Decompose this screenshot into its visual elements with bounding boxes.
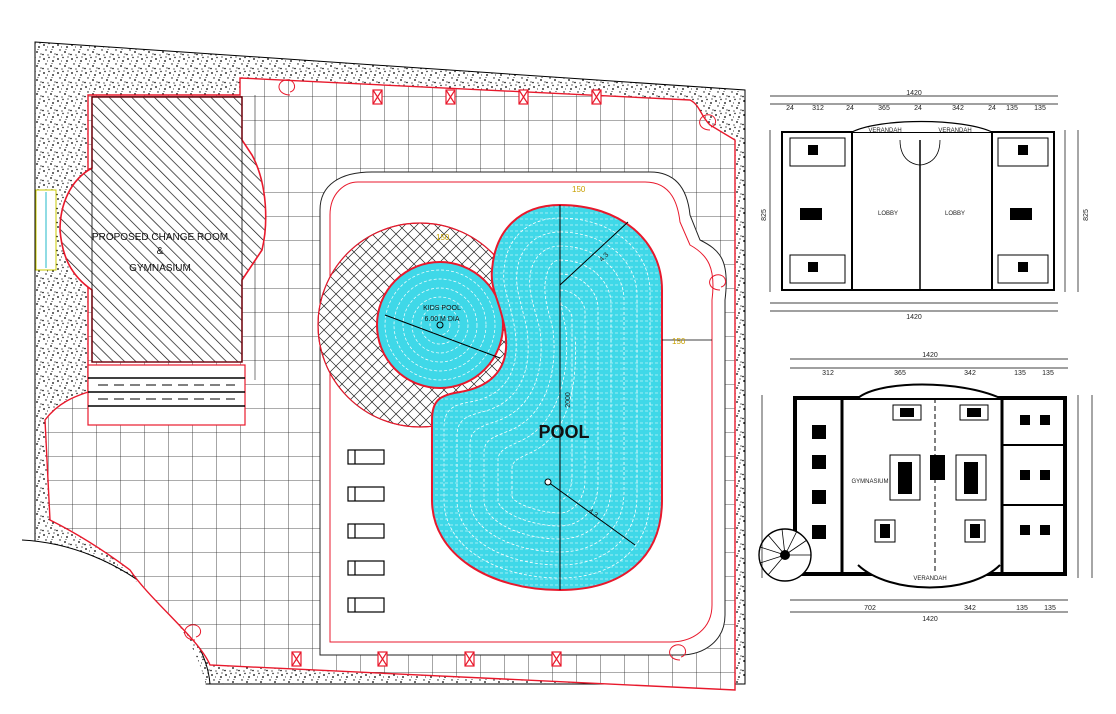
light-posts [291, 89, 602, 667]
ground-overall-top: 1420 [906, 90, 922, 97]
verandah-1: VERANDAH [868, 128, 901, 134]
verandah-2: VERANDAH [938, 128, 971, 134]
lounger [347, 560, 385, 576]
dim-label: 24 [786, 105, 794, 112]
dim-label: 342 [964, 605, 976, 612]
dim-label: 135 [1006, 105, 1018, 112]
pool-label: POOL [538, 422, 589, 442]
spiral-staircase [758, 528, 812, 582]
dim-label: 342 [964, 370, 976, 377]
gym-overall-top: 1420 [922, 352, 938, 359]
dim-label: 135 [1042, 370, 1054, 377]
lounger [347, 449, 385, 465]
garden-spirals [184, 79, 727, 661]
dim-label: 312 [822, 370, 834, 377]
gym-overall-bottom: 1420 [922, 616, 938, 623]
kids-dim: 150 [436, 233, 450, 242]
pool-length: 2000 [565, 392, 572, 408]
dim-label: 312 [812, 105, 824, 112]
dim-label: 365 [894, 370, 906, 377]
dim-label: 342 [952, 105, 964, 112]
dim-label: 24 [914, 105, 922, 112]
entry-steps [87, 364, 246, 426]
dim-label: 24 [846, 105, 854, 112]
main-pool [431, 203, 663, 592]
dim-label: 24 [988, 105, 996, 112]
gymnasium-room-label: GYMNASIUM [851, 479, 888, 485]
dim-label: 135 [1014, 370, 1026, 377]
dim-label: 135 [1034, 105, 1046, 112]
lobby-1: LOBBY [878, 211, 898, 217]
lounger [347, 486, 385, 502]
ground-overall-bottom: 1420 [906, 314, 922, 321]
gym-floor-plan: 1420 1420 312 365 342 135 135 702 342 13… [758, 352, 1093, 623]
ground-height-right: 825 [1083, 209, 1090, 221]
pool-dim-right: 150 [672, 337, 686, 346]
pool-dim-top: 150 [572, 185, 586, 194]
change-room-building [59, 96, 267, 363]
ground-height: 825 [761, 209, 768, 221]
dim-label: 702 [864, 605, 876, 612]
gym-verandah-label: VERANDAH [913, 576, 946, 582]
kids-pool-area [317, 222, 523, 428]
kids-pool-label: KIDS POOL [423, 305, 461, 312]
change-room-label: PROPOSED CHANGE ROOM [92, 232, 228, 243]
dim-label: 365 [878, 105, 890, 112]
lounger [347, 523, 385, 539]
kids-pool-dia: 6.00 M DIA [424, 316, 459, 323]
lounger [347, 597, 385, 613]
lobby-2: LOBBY [945, 211, 965, 217]
change-room-amp: & [157, 246, 164, 257]
ground-floor-plan: 1420 1420 24 312 24 365 24 342 24 135 13… [761, 90, 1090, 321]
dim-label: 135 [1016, 605, 1028, 612]
pool-radius-top: 4.3 [598, 252, 610, 264]
sun-loungers [347, 449, 385, 613]
pool-radius-bottom: 4.3 [587, 508, 599, 519]
dim-label: 135 [1044, 605, 1056, 612]
gymnasium-label: GYMNASIUM [129, 263, 191, 274]
